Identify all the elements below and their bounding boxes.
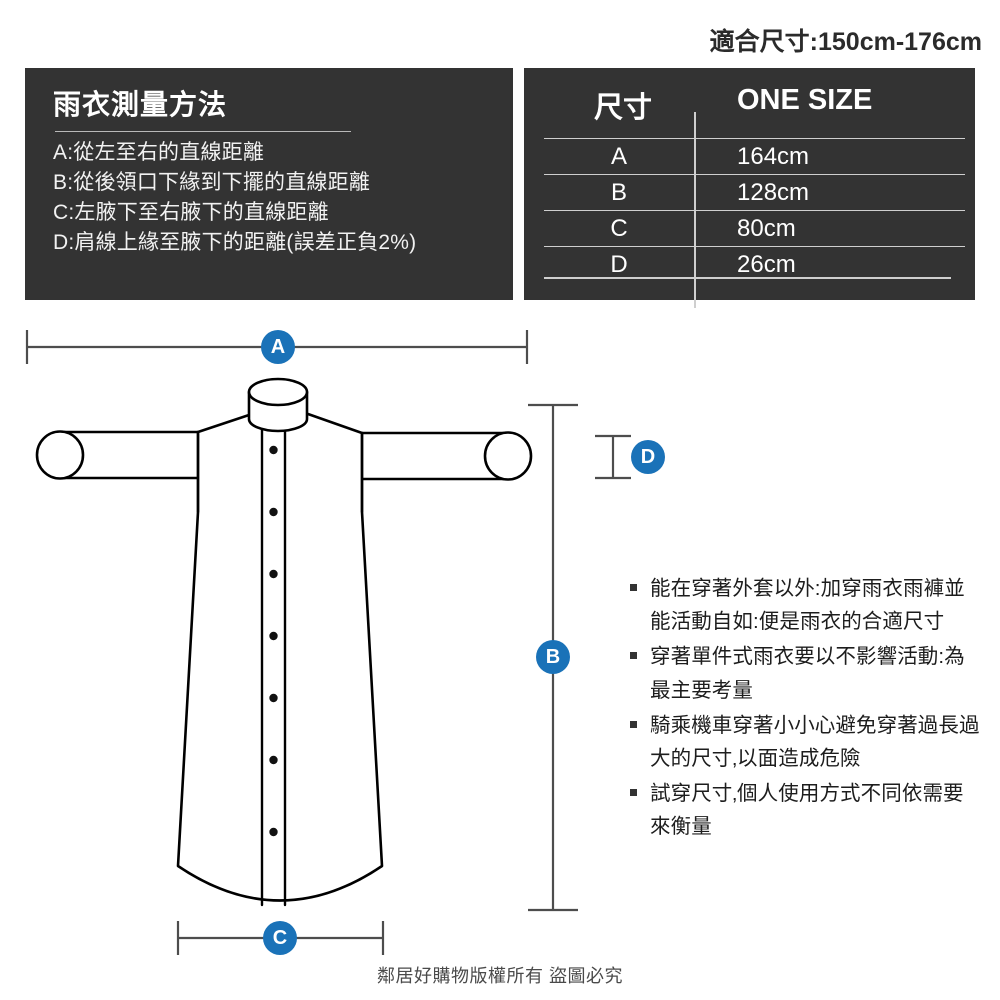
method-line-c: C:左腋下至右腋下的直線距離 bbox=[53, 200, 329, 224]
dimension-badge-c: C bbox=[263, 921, 297, 955]
table-row: D 26cm bbox=[544, 246, 965, 282]
dimension-badge-a: A bbox=[261, 330, 295, 364]
method-line-a: A:從左至右的直線距離 bbox=[53, 140, 265, 164]
title-divider bbox=[55, 130, 351, 132]
note-text: 試穿尺寸‚個人使用方式不同依需要來衡量 bbox=[650, 782, 964, 839]
table-header-value: ONE SIZE bbox=[737, 84, 873, 116]
front-placket bbox=[260, 416, 287, 907]
table-row: B 128cm bbox=[544, 174, 965, 210]
row-key-a: A bbox=[610, 142, 627, 170]
list-item: 穿著單件式雨衣要以不影響活動:為最主要考量 bbox=[626, 640, 984, 706]
button bbox=[269, 631, 278, 641]
button bbox=[269, 755, 278, 765]
raincoat-illustration bbox=[35, 377, 533, 907]
method-line-d: D:肩線上緣至腋下的距離(誤差正負2%) bbox=[53, 230, 417, 254]
table-header-row: 尺寸 ONE SIZE bbox=[544, 84, 965, 138]
sizing-notes-list: 能在穿著外套以外:加穿雨衣雨褲並能活動自如:便是雨衣的合適尺寸 穿著單件式雨衣要… bbox=[626, 572, 984, 846]
bullet-icon bbox=[630, 584, 637, 591]
table-bottom-divider bbox=[544, 277, 951, 279]
button-group bbox=[269, 445, 278, 837]
bullet-icon bbox=[630, 720, 637, 728]
right-sleeve bbox=[358, 431, 510, 481]
size-table: 尺寸 ONE SIZE A 164cm B 128cm C 80cm D 26c… bbox=[544, 84, 965, 308]
row-value-a: 164cm bbox=[737, 142, 810, 170]
button bbox=[269, 569, 278, 579]
button bbox=[269, 445, 278, 455]
list-item: 試穿尺寸‚個人使用方式不同依需要來衡量 bbox=[626, 777, 984, 843]
dimension-badge-d: D bbox=[631, 440, 665, 474]
row-key-c: C bbox=[610, 214, 628, 242]
row-value-c: 80cm bbox=[737, 214, 796, 242]
method-line-b: B:從後領口下緣到下擺的直線距離 bbox=[53, 170, 371, 194]
list-item: 騎乘機車穿著小小心避免穿著過長過大的尺寸‚以面造成危險 bbox=[626, 709, 984, 775]
table-row: C 80cm bbox=[544, 210, 965, 246]
row-value-d: 26cm bbox=[737, 250, 796, 278]
size-table-panel: 尺寸 ONE SIZE A 164cm B 128cm C 80cm D 26c… bbox=[524, 68, 975, 308]
measurement-method-panel: 雨衣測量方法 A:從左至右的直線距離 B:從後領口下緣到下擺的直線距離 C:左腋… bbox=[25, 68, 513, 300]
panel-title: 雨衣測量方法 bbox=[53, 89, 228, 120]
button bbox=[269, 827, 278, 837]
dimension-badge-b: B bbox=[536, 640, 570, 674]
copyright-footer: 鄰居好購物版權所有 盜圖必究 bbox=[377, 966, 623, 986]
bullet-icon bbox=[630, 789, 637, 797]
collar-body bbox=[247, 390, 309, 433]
right-cuff bbox=[483, 431, 533, 481]
row-key-b: B bbox=[610, 178, 627, 206]
list-item: 能在穿著外套以外:加穿雨衣雨褲並能活動自如:便是雨衣的合適尺寸 bbox=[626, 572, 984, 638]
bullet-icon bbox=[630, 652, 637, 660]
row-key-d: D bbox=[610, 250, 628, 278]
note-text: 能在穿著外套以外:加穿雨衣雨褲並能活動自如:便是雨衣的合適尺寸 bbox=[650, 577, 965, 634]
note-text: 騎乘機車穿著小小心避免穿著過長過大的尺寸‚以面造成危險 bbox=[650, 713, 980, 771]
note-text: 穿著單件式雨衣要以不影響活動:為最主要考量 bbox=[650, 645, 965, 702]
armhole-seams bbox=[196, 430, 364, 514]
button bbox=[269, 507, 278, 517]
left-cuff bbox=[35, 430, 85, 480]
table-row: A 164cm bbox=[544, 138, 965, 174]
fit-size-label: 適合尺寸:150cm-176cm bbox=[709, 28, 982, 56]
left-sleeve bbox=[58, 430, 202, 480]
coat-body bbox=[176, 412, 384, 902]
button bbox=[269, 693, 278, 703]
row-value-b: 128cm bbox=[737, 178, 810, 206]
table-header-key: 尺寸 bbox=[594, 92, 653, 124]
table-vertical-divider bbox=[694, 112, 696, 308]
dimension-line-d bbox=[595, 434, 631, 480]
collar-top bbox=[247, 377, 309, 407]
